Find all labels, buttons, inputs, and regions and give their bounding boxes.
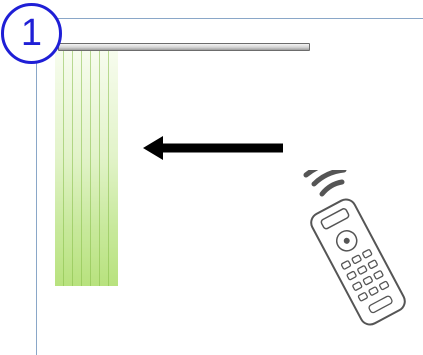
curtain — [55, 51, 118, 286]
curtain-rail — [58, 43, 310, 51]
signal-waves-icon — [306, 170, 346, 194]
frame-top-line — [36, 18, 423, 19]
frame-left-line — [36, 18, 37, 355]
left-arrow-icon — [143, 136, 283, 160]
step-number-badge: 1 — [1, 3, 62, 64]
remote-control-icon — [300, 170, 418, 330]
